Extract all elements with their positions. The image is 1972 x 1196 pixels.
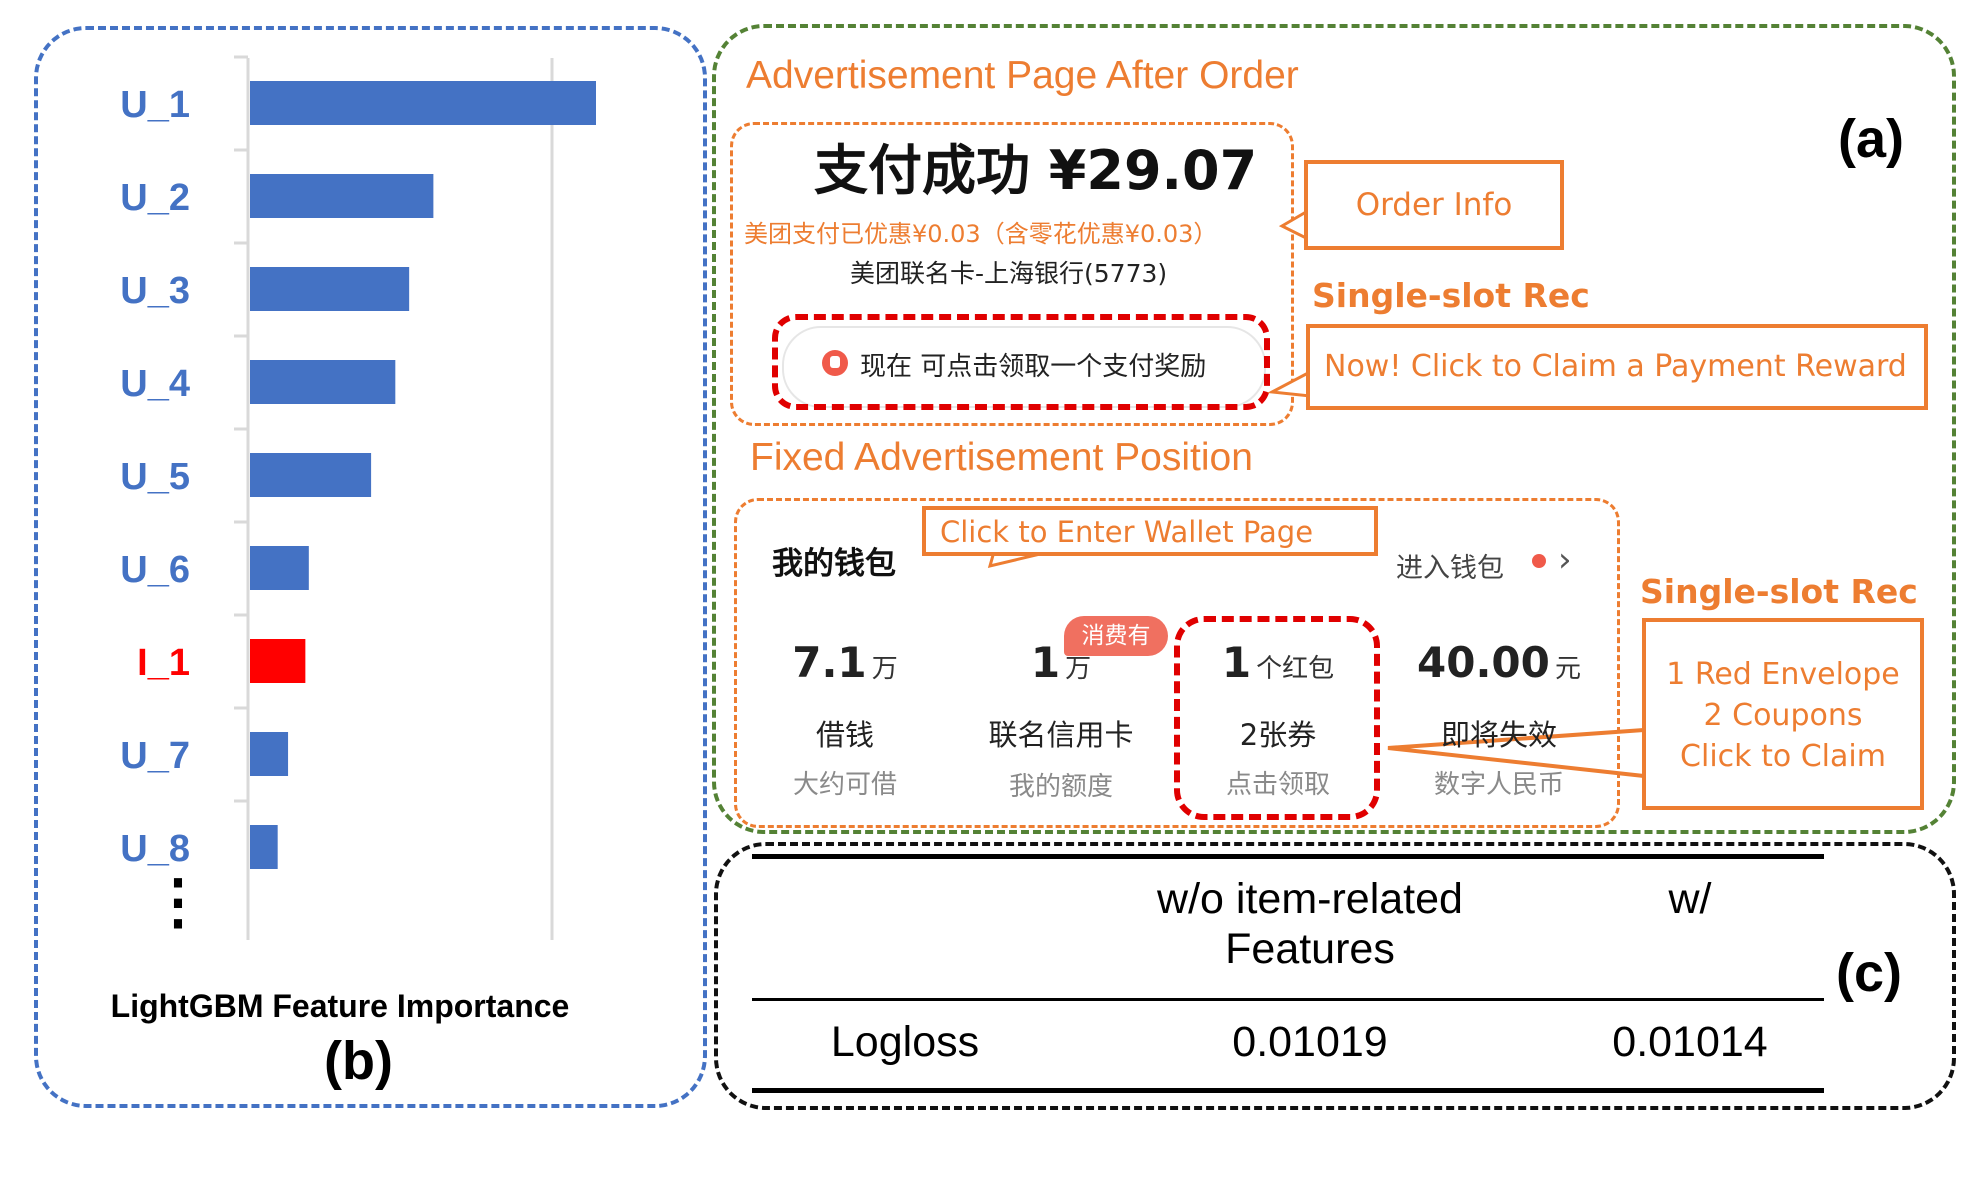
coupon-label: 2张券 xyxy=(1239,718,1317,752)
advertisement-panel xyxy=(712,24,1956,834)
table-bottom-rule xyxy=(752,1088,1824,1093)
loan-amount: 7.1 xyxy=(792,638,867,687)
claim-reward-button[interactable] xyxy=(782,326,1266,408)
envelope-count: 1 xyxy=(1221,638,1252,687)
wallet-callout: Click to Enter Wallet Page xyxy=(922,506,1378,556)
enter-wallet-link[interactable]: 进入钱包 xyxy=(1396,553,1504,584)
notification-dot-icon xyxy=(1532,554,1546,568)
single-slot-label-2: Single-slot Rec xyxy=(1640,572,1918,611)
bar-u-6 xyxy=(250,546,309,590)
bar-u-2 xyxy=(250,174,434,218)
bar-label-u-6: U_6 xyxy=(120,549,190,591)
bar-label-u-4: U_4 xyxy=(120,363,190,405)
panel-tag-c: (c) xyxy=(1836,943,1902,1003)
claim-sub: 点击领取 xyxy=(1225,770,1330,800)
pay-success-title: 支付成功 ¥29.07 xyxy=(814,139,1258,202)
results-table-panel xyxy=(714,842,1956,1110)
feature-importance-chart: U_1U_2U_3U_4U_5U_6I_1U_7U_8 xyxy=(120,55,596,940)
envelope-unit: 个红包 xyxy=(1256,654,1335,684)
card-line: 美团联名卡-上海银行(5773) xyxy=(850,259,1168,288)
panel-tag-b: (b) xyxy=(324,1031,393,1091)
envelope-callout-line-2: 2 Coupons xyxy=(1703,698,1863,733)
credit-unit: 万 xyxy=(1065,654,1092,684)
bar-u-4 xyxy=(250,360,396,404)
wallet-title: 我的钱包 xyxy=(772,546,896,582)
chart-caption: LightGBM Feature Importance xyxy=(110,988,570,1024)
bar-label-u-5: U_5 xyxy=(120,456,190,498)
bar-label-u-7: U_7 xyxy=(120,735,190,777)
single-slot-label-1: Single-slot Rec xyxy=(1312,276,1590,315)
loan-label: 借钱 xyxy=(815,718,874,752)
header-without-item-features: w/o item-related Features xyxy=(1100,874,1520,974)
wallet-item-loan[interactable]: 7.1 万 xyxy=(760,638,930,687)
credit-label: 联名信用卡 xyxy=(988,718,1134,752)
order-info-callout: Order Info xyxy=(1304,160,1564,250)
loan-unit: 万 xyxy=(871,654,898,684)
chevron-right-icon[interactable]: › xyxy=(1558,540,1572,580)
bar-label-u-2: U_2 xyxy=(120,177,190,219)
bar-label-u-1: U_1 xyxy=(120,84,190,126)
claim-reward-text: 现在 可点击领取一个支付奖励 xyxy=(860,352,1207,382)
table-mid-rule xyxy=(752,998,1824,1001)
order-info-region xyxy=(730,122,1294,426)
now-claim-callout: Now! Click to Claim a Payment Reward xyxy=(1306,324,1928,410)
digital-unit: 元 xyxy=(1554,654,1581,684)
bar-u-8 xyxy=(250,825,278,869)
consumption-badge: 消费有 xyxy=(1064,616,1168,656)
feature-importance-panel xyxy=(34,26,707,1108)
envelope-callout: 1 Red Envelope 2 Coupons Click to Claim xyxy=(1642,618,1924,810)
order-info-pointer xyxy=(1278,209,1308,241)
expiring-label: 即将失效 xyxy=(1440,718,1557,752)
bar-u-3 xyxy=(250,267,410,311)
discount-line: 美团支付已优惠¥0.03（含零花优惠¥0.03） xyxy=(744,220,1218,248)
reward-icon-inner xyxy=(830,356,840,368)
bar-u-5 xyxy=(250,453,372,497)
table-top-rule xyxy=(752,854,1824,859)
now-callout-pointer xyxy=(1266,369,1312,398)
logloss-without: 0.01019 xyxy=(1232,1018,1388,1066)
credit-sub: 我的额度 xyxy=(1008,772,1113,802)
single-slot-highlight-2 xyxy=(1174,616,1380,820)
single-slot-highlight-1 xyxy=(772,314,1270,410)
wallet-item-digital-rmb[interactable]: 40.00 元 xyxy=(1404,638,1594,687)
more-features-ellipsis: ⋮ xyxy=(148,868,208,935)
after-order-title: Advertisement Page After Order xyxy=(746,54,1299,97)
envelope-callout-pointer xyxy=(1387,728,1645,778)
wallet-item-credit-card[interactable]: 1 万 xyxy=(976,638,1146,687)
panel-tag-a: (a) xyxy=(1838,109,1904,169)
header-without-line-1: w/o item-related xyxy=(1157,875,1463,923)
bar-label-u-3: U_3 xyxy=(120,270,190,312)
wallet-region xyxy=(734,498,1620,828)
bar-label-i-1: I_1 xyxy=(137,642,190,684)
envelope-callout-line-1: 1 Red Envelope xyxy=(1666,657,1900,692)
bar-u-7 xyxy=(250,732,289,776)
digital-amount: 40.00 xyxy=(1417,638,1550,687)
row-label-logloss: Logloss xyxy=(830,1018,980,1066)
loan-sub: 大约可借 xyxy=(792,770,897,800)
credit-amount: 1 xyxy=(1030,638,1061,687)
bar-i-1 xyxy=(250,639,306,683)
bar-label-u-8: U_8 xyxy=(120,828,190,870)
bar-u-1 xyxy=(250,81,596,125)
digital-sub: 数字人民币 xyxy=(1433,770,1564,800)
wallet-item-red-envelope[interactable]: 1 个红包 xyxy=(1186,638,1370,687)
envelope-callout-line-3: Click to Claim xyxy=(1680,739,1886,774)
logloss-with: 0.01014 xyxy=(1612,1018,1768,1066)
header-without-line-2: Features xyxy=(1225,925,1395,973)
header-with-item-features: w/ xyxy=(1668,875,1712,923)
fixed-position-title: Fixed Advertisement Position xyxy=(750,436,1253,479)
